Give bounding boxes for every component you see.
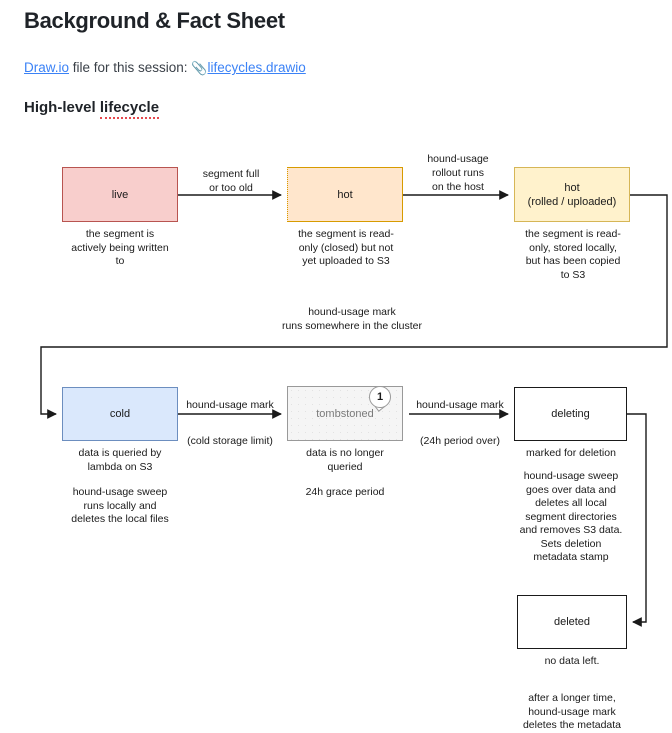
node-live[interactable]: live [62,167,178,222]
paperclip-icon: 📎 [191,60,208,76]
node-hot-label: hot [337,188,353,201]
caption-tombstoned: data is no longer queried [306,447,384,473]
caption-hot-rolled: the segment is read- only, stored locall… [525,228,621,281]
node-hot-rolled-uploaded[interactable]: hot (rolled / uploaded) [514,167,630,222]
node-cold[interactable]: cold [62,387,178,441]
session-attachment-line: Draw.io file for this session: 📎lifecycl… [24,60,306,76]
node-hot-rolled-label: hot (rolled / uploaded) [527,181,617,208]
page-title: Background & Fact Sheet [24,8,285,33]
edge-label-hot-rolled-to-cold: hound-usage mark runs somewhere in the c… [281,306,423,332]
caption-hot: the segment is read- only (closed) but n… [298,228,394,267]
comment-badge-tombstoned[interactable]: 1 [369,386,393,412]
node-hot[interactable]: hot [287,167,403,222]
drawio-link[interactable]: Draw.io [24,60,70,75]
caption-deleting-sweep: hound-usage sweep goes over data and del… [519,470,623,563]
caption-tombstoned-grace: 24h grace period [305,486,385,498]
caption-deleted-metadata: after a longer time, hound-usage mark de… [522,692,622,731]
edge-label-cold-to-tombstoned: hound-usage mark (cold storage limit) [186,399,274,447]
edge-label-live-to-hot: segment full or too old [202,168,260,194]
node-deleted[interactable]: deleted [517,595,627,649]
node-live-label: live [111,188,129,201]
session-line-text: file for this session: [69,60,192,75]
node-deleting-label: deleting [551,408,590,420]
edge-label-tombstoned-to-deleting: hound-usage mark (24h period over) [416,399,504,447]
caption-live: the segment is actively being written to [71,228,169,267]
caption-cold: data is queried by lambda on S3 [78,447,162,473]
caption-deleted: no data left. [544,655,600,667]
comment-badge-count: 1 [369,386,391,408]
node-deleting[interactable]: deleting [514,387,627,441]
drawio-file-link[interactable]: lifecycles.drawio [207,60,306,75]
caption-deleting: marked for deletion [526,447,616,459]
section-title: High-level lifecycle [24,99,160,119]
section-title-prefix: High-level [24,99,100,116]
node-cold-label: cold [109,408,131,420]
edge-label-hot-to-hot-rolled: hound-usage rollout runs on the host [427,153,489,193]
caption-cold-sweep: hound-usage sweep runs locally and delet… [71,486,169,525]
node-deleted-label: deleted [553,616,591,628]
node-tombstoned-label: tombstoned [316,407,374,420]
section-title-spellcheck-word: lifecycle [99,99,160,119]
